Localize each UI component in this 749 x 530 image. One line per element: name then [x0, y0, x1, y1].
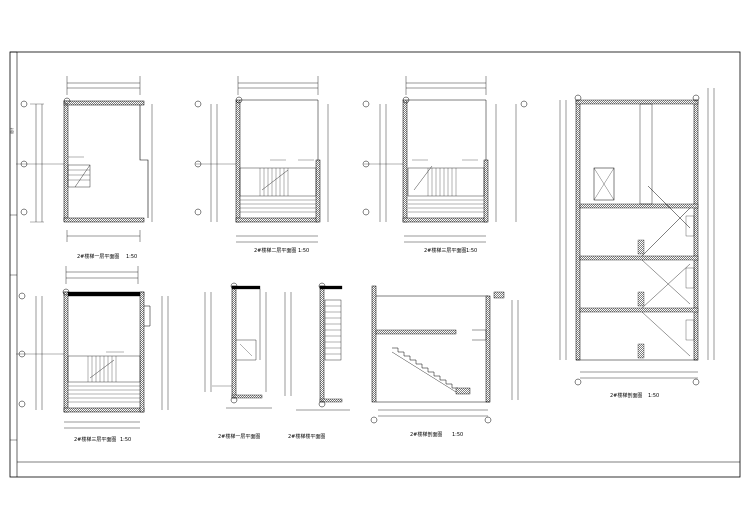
- plan-6-caption: 2#楼梯楼平面图: [288, 433, 325, 440]
- plan-2nd-floor: [194, 76, 329, 243]
- section-2: [559, 88, 715, 386]
- plan-1-scale: 1:50: [126, 254, 137, 260]
- plan-5-caption: 2#楼梯一层平面图: [218, 433, 260, 440]
- plan-4-caption: 2#楼梯三层平面图: [74, 436, 116, 443]
- plan-3-caption: 2#楼梯三层平面图: [424, 247, 466, 254]
- section-2-scale: 1:50: [648, 393, 659, 399]
- section-1-caption: 2#楼梯剖面图: [410, 431, 442, 438]
- plan-6-roof-stair: [284, 282, 350, 411]
- section-1: [370, 285, 519, 424]
- plan-4-scale: 1:50: [120, 437, 131, 443]
- plan-1-caption: 2#楼梯一层平面图: [77, 253, 119, 260]
- side-label: 设计: [9, 127, 14, 134]
- plan-1st-floor: [16, 76, 153, 242]
- plan-3-scale: 1:50: [466, 248, 477, 254]
- plan-5-narrow-stair: [204, 282, 272, 409]
- section-1-scale: 1:50: [452, 432, 463, 438]
- section-2-caption: 2#楼梯剖面图: [610, 392, 642, 399]
- plan-3rd-floor: [362, 76, 528, 243]
- plan-2-scale: 1:50: [298, 248, 309, 254]
- sheet-frame: [9, 51, 741, 478]
- plan-4th-floor: [16, 266, 169, 429]
- plan-2-caption: 2#楼梯二层平面图: [254, 247, 296, 254]
